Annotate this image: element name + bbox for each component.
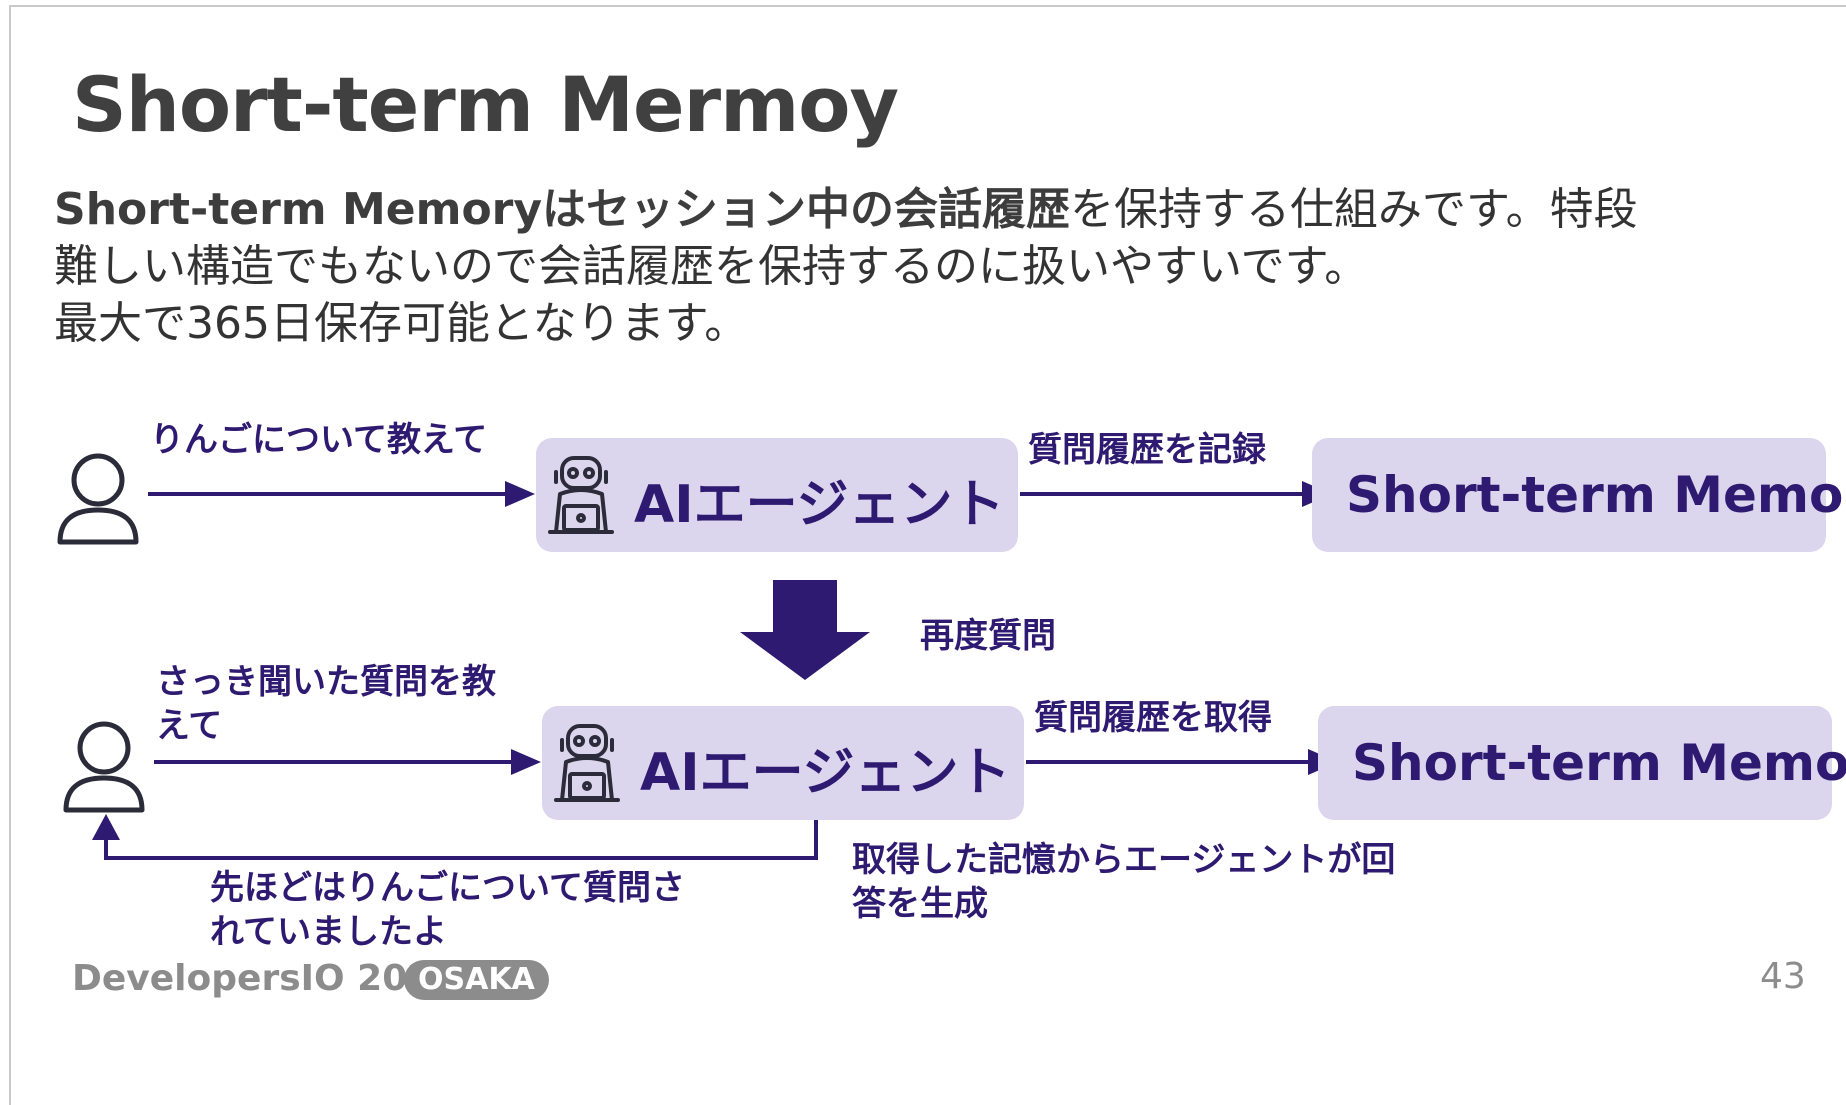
- slide-border: [9, 5, 1846, 1105]
- user-followup-label: さっき聞いた質問を教 えて: [156, 660, 496, 748]
- request-arrow-line: [148, 492, 508, 496]
- agent-box-label: AIエージェント: [634, 475, 1005, 535]
- user-icon: [57, 453, 139, 545]
- user-request-label: りんごについて教えて: [150, 420, 488, 460]
- return-line-horizontal: [104, 856, 818, 860]
- agent-reply-line-1: 先ほどはりんごについて質問さ: [210, 868, 685, 908]
- footer-brand-logo: DevelopersIO 2025: [72, 958, 458, 999]
- ask-again-label: 再度質問: [920, 616, 1056, 656]
- agent-reply-label: 先ほどはりんごについて質問さ れていましたよ: [210, 866, 685, 954]
- generate-answer-line-2: 答を生成: [852, 884, 988, 924]
- followup-arrow-line: [154, 760, 514, 764]
- body-line-1: Short-term Memoryはセッション中の会話履歴を保持する仕組みです。…: [54, 181, 1638, 238]
- return-line-down: [814, 820, 818, 858]
- memory-box-label: Short-term Memory: [1352, 734, 1846, 792]
- generate-answer-line-1: 取得した記憶からエージェントが回: [852, 840, 1396, 880]
- memory-box: [1312, 438, 1826, 552]
- page-number: 43: [1760, 956, 1806, 997]
- agent-box: [536, 438, 1018, 552]
- memory-box-label: Short-term Memory: [1346, 466, 1846, 524]
- slide-title: Short-term Mermoy: [72, 60, 899, 149]
- robot-icon: [548, 456, 614, 534]
- body-line-1-bold: Short-term Memoryはセッション中の会話履歴: [54, 184, 1071, 235]
- body-line-3: 最大で365日保存可能となります。: [54, 298, 749, 349]
- record-arrow-line: [1020, 492, 1306, 496]
- return-arrow-head: [92, 814, 120, 840]
- fetch-arrow-line: [1026, 760, 1312, 764]
- agent-box-label: AIエージェント: [640, 743, 1011, 803]
- followup-arrow-head: [511, 749, 541, 775]
- generate-answer-label: 取得した記憶からエージェントが回 答を生成: [852, 838, 1395, 926]
- slide-body: Short-term Memoryはセッション中の会話履歴を保持する仕組みです。…: [54, 181, 1638, 352]
- user-icon: [63, 721, 145, 813]
- agent-box: [542, 706, 1024, 820]
- memory-box: [1318, 706, 1832, 820]
- return-line-up: [104, 836, 108, 860]
- robot-icon: [554, 724, 620, 802]
- agent-reply-line-2: れていましたよ: [210, 912, 447, 952]
- user-followup-line-1: さっき聞いた質問を教: [156, 662, 496, 702]
- request-arrow-head: [505, 481, 535, 507]
- fetch-history-label: 質問履歴を取得: [1034, 698, 1272, 738]
- footer-badge: OSAKA: [404, 960, 549, 1000]
- record-history-label: 質問履歴を記録: [1028, 430, 1266, 470]
- body-line-1-rest: を保持する仕組みです。特段: [1070, 184, 1638, 235]
- user-followup-line-2: えて: [156, 706, 223, 746]
- body-line-2: 難しい構造でもないので会話履歴を保持するのに扱いやすいです。: [54, 241, 1369, 292]
- down-arrow-icon: [740, 580, 870, 680]
